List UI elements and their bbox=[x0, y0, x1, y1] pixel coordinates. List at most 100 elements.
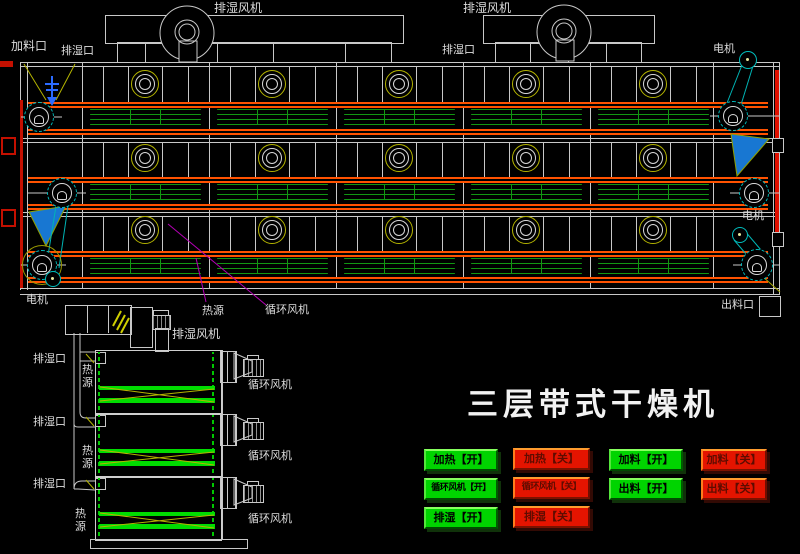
heat-off-button[interactable]: 加热【关】 bbox=[513, 448, 590, 470]
belt-end-green bbox=[212, 352, 214, 410]
cell-divider bbox=[611, 217, 612, 251]
heating-coil bbox=[668, 184, 669, 200]
frame-line bbox=[20, 62, 779, 63]
cell-divider bbox=[188, 143, 189, 177]
heating-coil bbox=[257, 109, 258, 125]
duct-divider bbox=[345, 42, 346, 62]
bay-divider bbox=[336, 62, 337, 289]
heating-coil bbox=[638, 184, 639, 200]
layer-wall bbox=[222, 350, 223, 413]
heating-coil bbox=[471, 184, 582, 185]
circulation-fan-label: 循环风机 bbox=[248, 378, 292, 391]
heating-coil bbox=[90, 189, 201, 190]
heating-coil bbox=[598, 124, 709, 125]
heating-coil bbox=[344, 273, 455, 274]
heating-coil bbox=[217, 114, 328, 115]
feed-off-button[interactable]: 加料【关】 bbox=[701, 449, 767, 471]
cell-divider bbox=[543, 143, 544, 177]
cabinet-divider bbox=[87, 305, 88, 333]
heating-coil bbox=[90, 119, 201, 120]
frame-line bbox=[20, 294, 779, 295]
duct-divider bbox=[145, 42, 146, 62]
motor-label: 电机 bbox=[26, 293, 48, 306]
heating-coil bbox=[471, 263, 582, 264]
roller-hub bbox=[139, 224, 151, 236]
duct-divider bbox=[530, 42, 531, 62]
heating-coil bbox=[217, 273, 328, 274]
discharge-off-button[interactable]: 出料【关】 bbox=[701, 478, 767, 500]
heating-coil bbox=[541, 258, 542, 274]
feed-port-label: 加料口 bbox=[11, 39, 48, 53]
heating-coil bbox=[598, 263, 709, 264]
discharge-on-button[interactable]: 出料【开】 bbox=[609, 478, 683, 500]
cell-divider bbox=[230, 143, 231, 177]
heating-coil bbox=[287, 258, 288, 274]
heating-coil bbox=[130, 258, 131, 274]
bay-divider bbox=[590, 62, 591, 289]
conveyor-belt bbox=[28, 102, 768, 108]
cell-divider bbox=[442, 67, 443, 102]
cell-divider bbox=[696, 143, 697, 177]
base-frame bbox=[90, 539, 248, 549]
roller-ring bbox=[389, 74, 409, 94]
conveyor-belt bbox=[28, 204, 768, 210]
frame-line bbox=[20, 66, 779, 67]
heating-coil bbox=[217, 258, 328, 259]
layer-wall bbox=[222, 413, 223, 476]
circulation-fan-roller bbox=[639, 216, 667, 244]
exhaust-fan-label: 排湿风机 bbox=[214, 1, 263, 15]
circulation-fan-on-button[interactable]: 循环风机【开】 bbox=[424, 478, 498, 500]
circulation-fan-roller bbox=[258, 70, 286, 98]
drum-hub bbox=[749, 191, 759, 200]
cell-divider bbox=[670, 67, 671, 102]
cell-divider bbox=[416, 143, 417, 177]
roller-ring bbox=[516, 148, 536, 168]
cell-divider bbox=[289, 143, 290, 177]
cell-divider bbox=[128, 217, 129, 251]
heating-coil bbox=[90, 258, 201, 259]
cell-divider bbox=[230, 67, 231, 102]
feed-on-button[interactable]: 加料【开】 bbox=[609, 449, 683, 471]
cell-divider bbox=[255, 143, 256, 177]
heating-coil bbox=[344, 199, 455, 200]
motor-label: 电机 bbox=[713, 42, 735, 55]
side-motor bbox=[152, 315, 171, 330]
heating-coil bbox=[90, 124, 201, 125]
exhaust-fan-label: 排湿风机 bbox=[463, 1, 512, 15]
heating-coil bbox=[598, 199, 709, 200]
discharge-box bbox=[759, 296, 781, 317]
circulation-fan-label: 循环风机 bbox=[265, 303, 309, 316]
cell-divider bbox=[103, 143, 104, 177]
duct-connector bbox=[117, 42, 392, 63]
heating-coil bbox=[598, 184, 709, 185]
heating-coil bbox=[414, 258, 415, 274]
exhaust-port-label: 排湿口 bbox=[33, 352, 66, 365]
roller-ring bbox=[262, 74, 282, 94]
heating-coil bbox=[598, 109, 709, 110]
heating-coil bbox=[90, 263, 201, 264]
belt-drum bbox=[741, 249, 773, 281]
heating-coil bbox=[414, 184, 415, 200]
cell-divider bbox=[509, 67, 510, 102]
heating-coil bbox=[598, 268, 709, 269]
belt-drum bbox=[739, 178, 769, 208]
heating-coil bbox=[160, 184, 161, 200]
motor-label: 电机 bbox=[742, 209, 764, 222]
heating-coil bbox=[541, 109, 542, 125]
circulation-fan-off-button[interactable]: 循环风机【关】 bbox=[513, 477, 590, 499]
side-exhaust-port bbox=[95, 415, 106, 427]
heating-coil bbox=[344, 109, 455, 110]
heat-on-button[interactable]: 加热【开】 bbox=[424, 449, 498, 471]
heating-coil bbox=[160, 258, 161, 274]
cell-divider bbox=[569, 217, 570, 251]
exhaust-off-button[interactable]: 排湿【关】 bbox=[513, 506, 590, 528]
roller-ring bbox=[643, 220, 663, 240]
circulation-fan-roller bbox=[512, 216, 540, 244]
heating-coil bbox=[90, 114, 201, 115]
cell-divider bbox=[162, 143, 163, 177]
conveyor-belt bbox=[28, 277, 768, 283]
exhaust-on-button[interactable]: 排湿【开】 bbox=[424, 507, 498, 529]
heating-coil bbox=[344, 258, 455, 259]
heating-coil bbox=[217, 109, 328, 110]
heating-coil bbox=[217, 184, 328, 185]
